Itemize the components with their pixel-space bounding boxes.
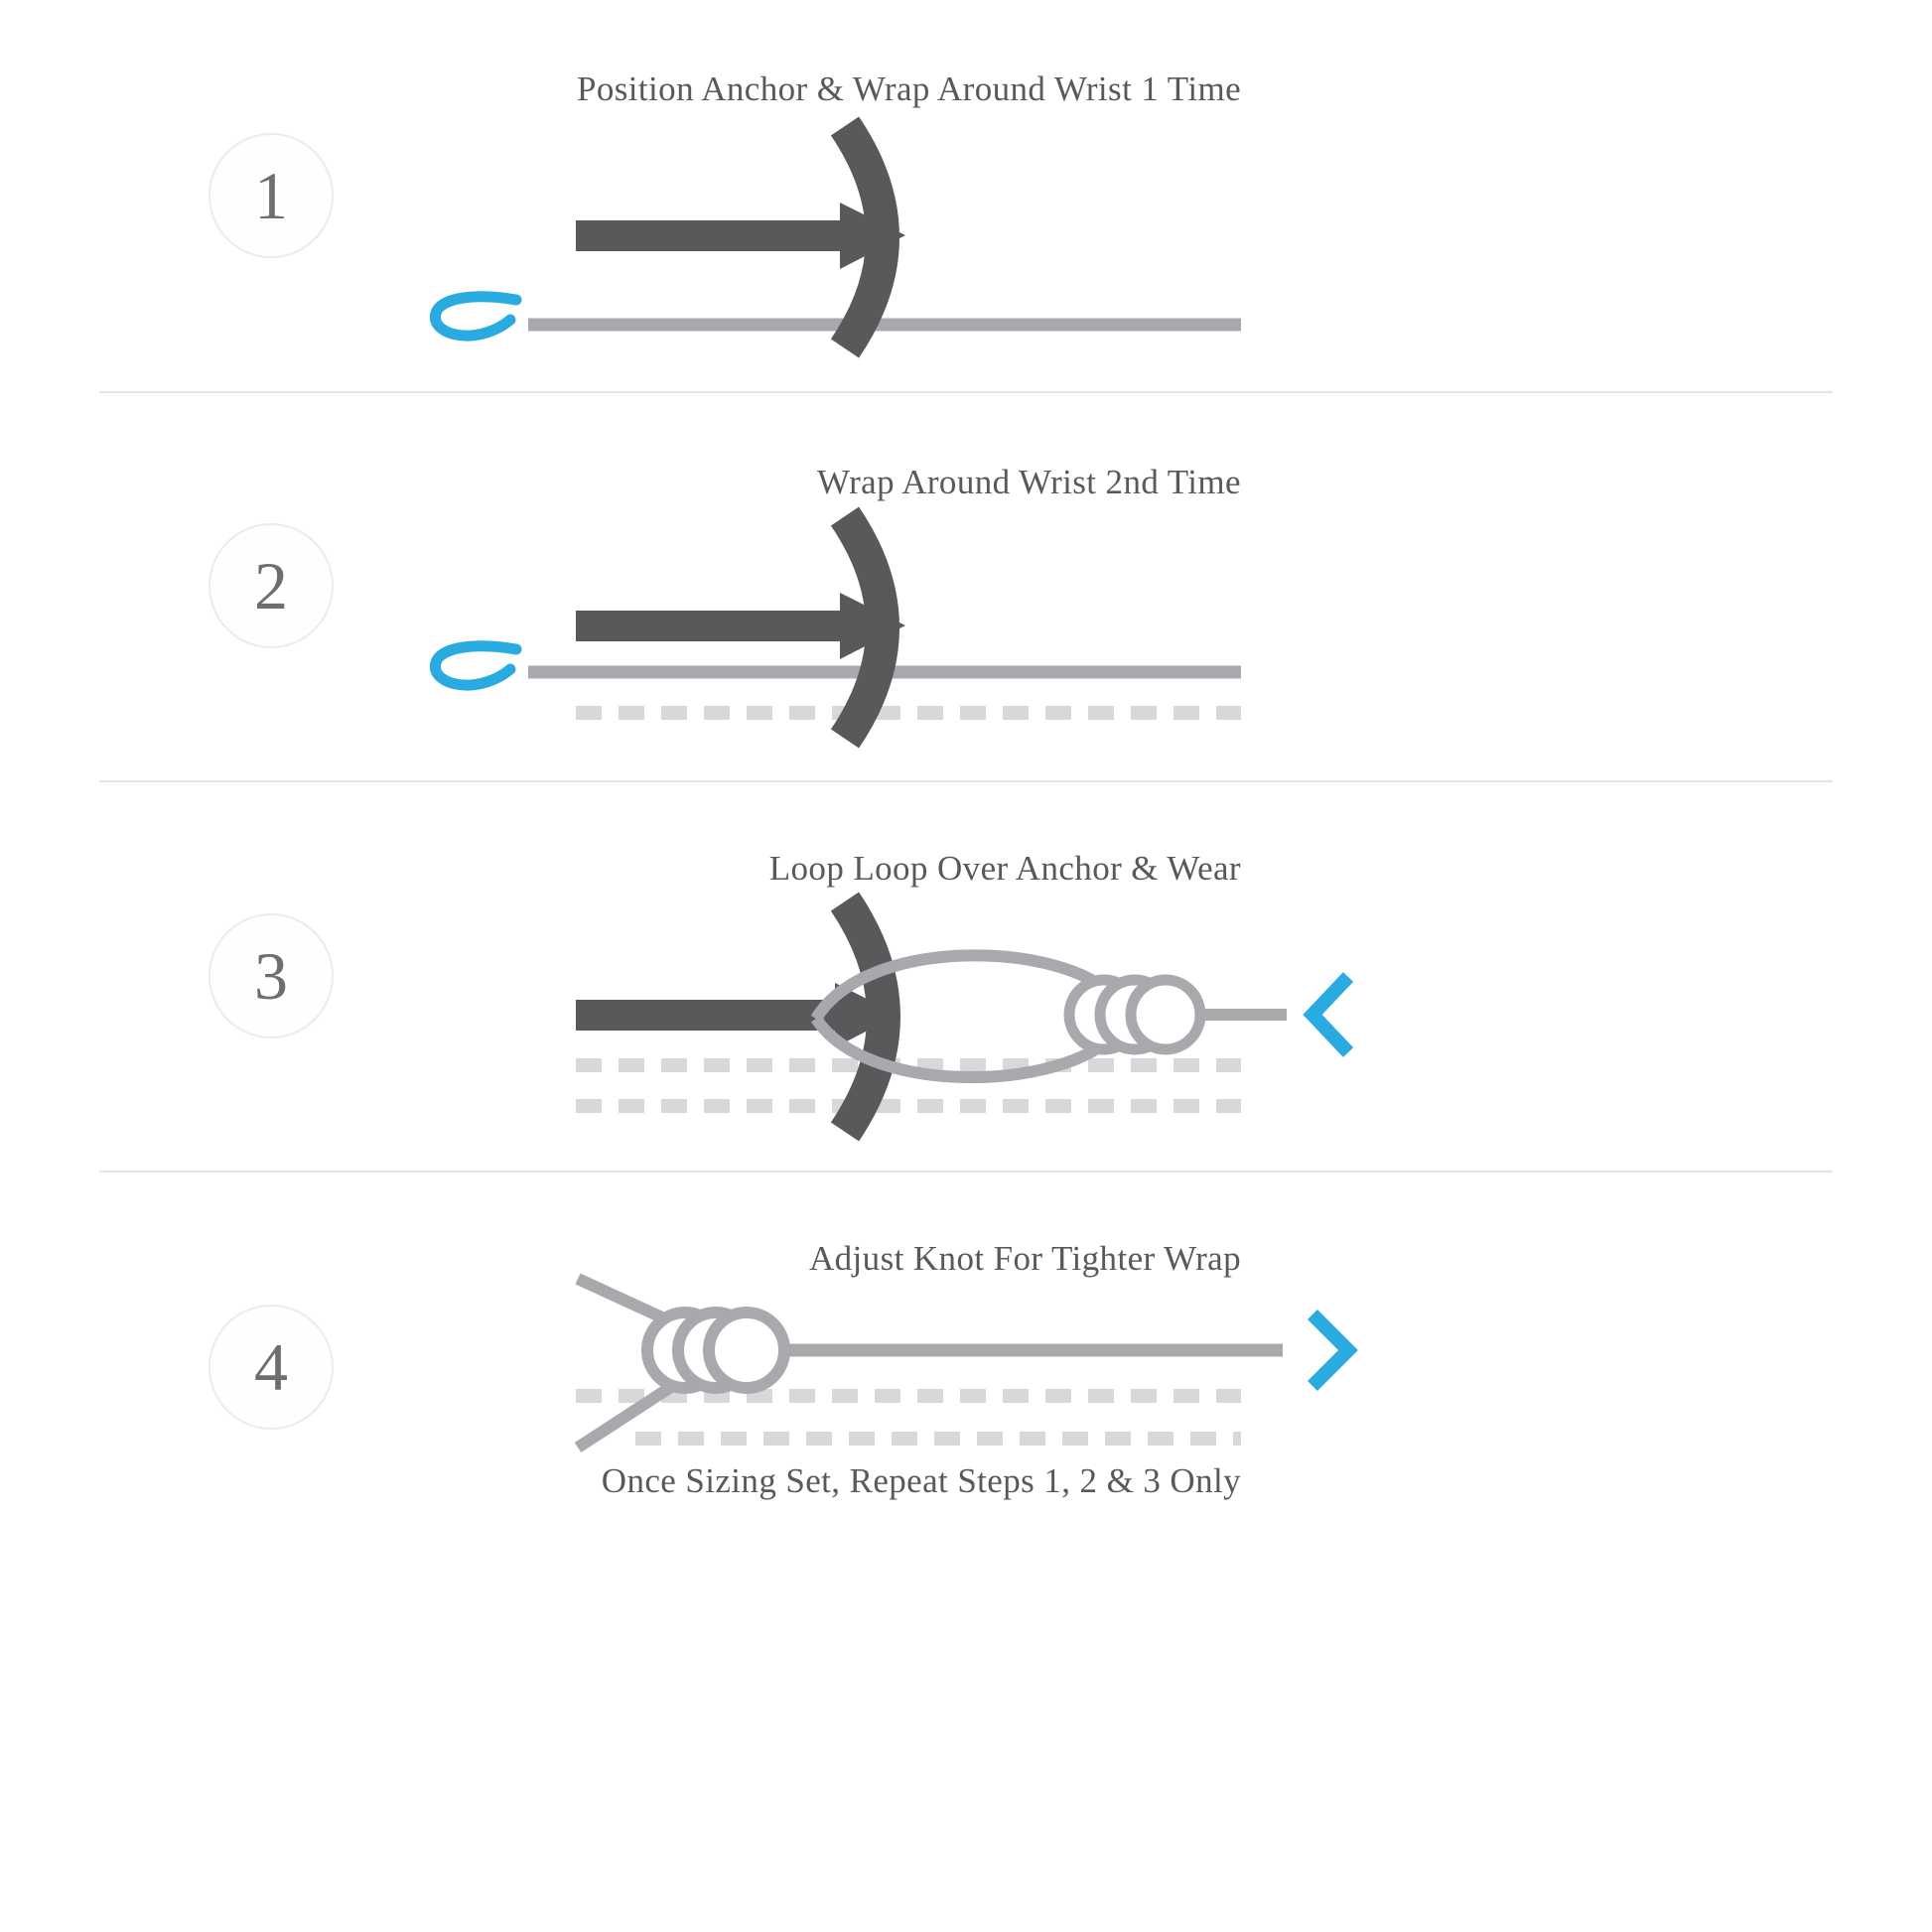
- step-3-number: 3: [254, 938, 288, 1014]
- anchor-bar: [576, 611, 846, 641]
- footer-note: Once Sizing Set, Repeat Steps 1, 2 & 3 O…: [601, 1461, 1241, 1500]
- chevron-right-icon: [1308, 1310, 1358, 1391]
- step-1-title: Position Anchor & Wrap Around Wrist 1 Ti…: [577, 69, 1241, 108]
- step-1-illustration: [429, 116, 1241, 358]
- step-2-number: 2: [254, 548, 288, 623]
- step-3-title: Loop Loop Over Anchor & Wear: [768, 849, 1241, 888]
- knot-coil-icon: [641, 1307, 790, 1394]
- anchor-bar: [576, 220, 846, 251]
- step-1-number-badge: 1: [208, 133, 334, 258]
- step-row-4: Adjust Knot For Tighter Wrap 4 Once Sizi…: [0, 1172, 1932, 1932]
- step-4-title: Adjust Knot For Tighter Wrap: [808, 1239, 1241, 1278]
- step-row-1: Position Anchor & Wrap Around Wrist 1 Ti…: [0, 0, 1932, 392]
- step-3-illustration: [576, 892, 1354, 1142]
- chevron-left-icon: [1303, 972, 1354, 1057]
- divider: [99, 780, 1833, 782]
- wrap-direction-arrow-icon: [429, 640, 522, 691]
- anchor-bar: [576, 1000, 840, 1031]
- step-1-number: 1: [254, 158, 288, 233]
- step-4-illustration: [574, 1273, 1358, 1453]
- anchor-tip: [835, 983, 898, 1047]
- step-4-number-badge: 4: [208, 1305, 334, 1430]
- step-2-number-badge: 2: [208, 523, 334, 648]
- step-row-2: Wrap Around Wrist 2nd Time 2: [0, 392, 1932, 781]
- step-4-number: 4: [254, 1329, 288, 1405]
- divider: [99, 1171, 1833, 1173]
- wrap-direction-arrow-icon: [429, 291, 522, 342]
- step-2-title: Wrap Around Wrist 2nd Time: [817, 463, 1241, 501]
- coil-ring: [703, 1307, 790, 1394]
- anchor-tip: [840, 203, 905, 269]
- anchor-icon: [576, 892, 900, 1142]
- anchor-tip: [840, 593, 905, 659]
- step-3-number-badge: 3: [208, 913, 334, 1038]
- anchor-icon: [576, 116, 905, 358]
- divider: [99, 391, 1833, 393]
- loop-cord: [810, 949, 1119, 1083]
- knot-coil-icon: [1063, 974, 1206, 1055]
- anchor-icon: [576, 506, 905, 749]
- loop-lower: [810, 1015, 1119, 1083]
- loop-upper: [810, 949, 1119, 1023]
- step-row-3: Loop Loop Over Anchor & Wear 3: [0, 781, 1932, 1172]
- coil-ring: [1125, 974, 1206, 1055]
- step-2-illustration: [429, 506, 1241, 749]
